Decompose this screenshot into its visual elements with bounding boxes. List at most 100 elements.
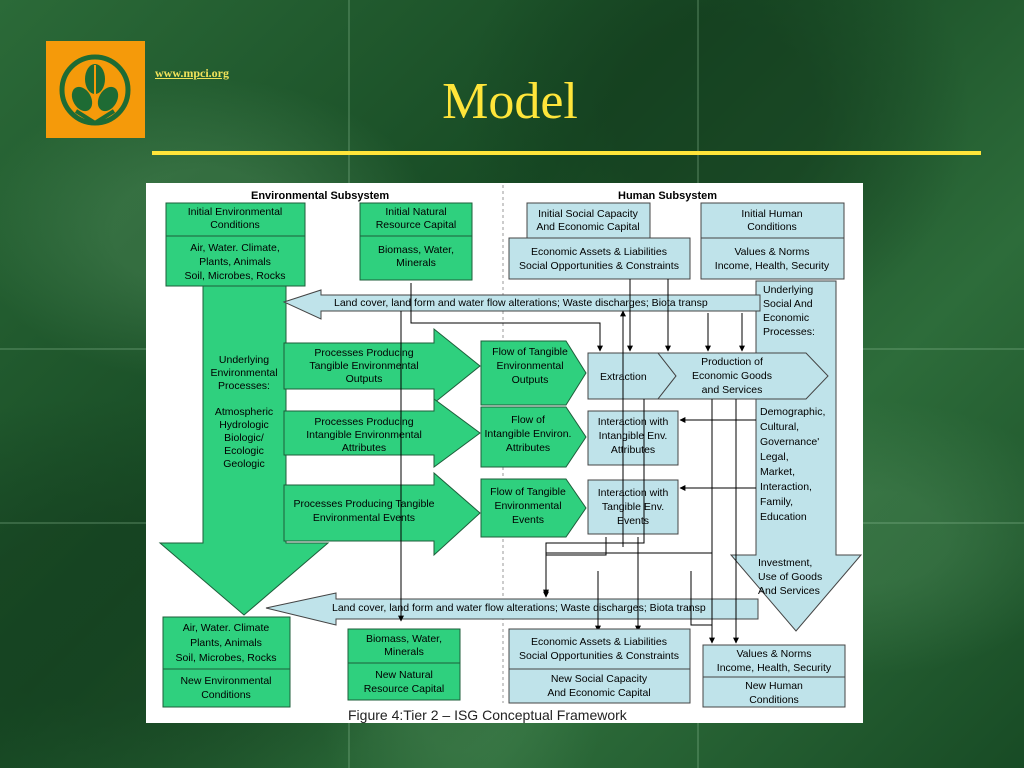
text-line: And Economic Capital: [547, 687, 650, 699]
text-line: Ecologic: [224, 445, 264, 457]
text-line: Air, Water. Climate: [183, 622, 270, 634]
text-line: Income, Health, Security: [715, 260, 830, 272]
text-line: Intangible Environmental: [306, 429, 422, 441]
text-line: Initial Environmental: [188, 206, 283, 218]
flow-tangible-box: [480, 340, 587, 406]
text-line: Economic Goods: [692, 370, 772, 382]
text-line: And Services: [758, 585, 820, 597]
text-line: Geologic: [223, 458, 264, 470]
values-top-box: [700, 237, 845, 280]
text-line: Events: [617, 515, 649, 527]
text-line: Soil, Microbes, Rocks: [185, 270, 286, 282]
text-line: Intangible Environ.: [485, 428, 572, 440]
text-line: Conditions: [747, 221, 797, 233]
text-line: Initial Natural: [385, 206, 446, 218]
text-line: Plants, Animals: [199, 256, 271, 268]
text-line: Biomass, Water,: [378, 244, 454, 256]
text-line: Events: [512, 514, 544, 526]
text-line: Flow of Tangible: [492, 346, 568, 358]
text-line: Outputs: [346, 373, 383, 385]
initial-env-body-box: [165, 235, 306, 287]
text-line: Conditions: [201, 689, 251, 701]
text-line: Production of: [701, 356, 763, 368]
text-line: Conditions: [749, 694, 799, 706]
text-line: Processes:: [218, 380, 270, 392]
text-line: Conditions: [210, 219, 260, 231]
connector: [410, 283, 603, 352]
text-line: And Economic Capital: [536, 221, 639, 233]
text-line: Initial Human: [741, 208, 802, 220]
land-cover-top-arrow: [282, 289, 761, 320]
connector: [543, 537, 607, 596]
text-line: Social And: [763, 298, 813, 310]
text-line: Resource Capital: [364, 683, 445, 695]
site-link[interactable]: www.mpci.org: [155, 66, 229, 80]
proc-tangible-arrow: [283, 327, 481, 405]
text-line: Attributes: [611, 444, 655, 456]
text-line: Outputs: [512, 374, 549, 386]
flow-intangible-box: [480, 406, 587, 468]
text-line: Use of Goods: [758, 571, 822, 583]
text-line: Environmental: [496, 360, 563, 372]
bottom-env-body-box: [162, 616, 291, 670]
land-cover-top: Land cover, land form and water flow alt…: [334, 297, 708, 309]
initial-social-box: [526, 202, 651, 239]
bottom-nat-body-box: [347, 628, 461, 664]
text-line: Demographic,: [760, 406, 825, 418]
text-line: Cultural,: [760, 421, 799, 433]
production-box: [656, 352, 829, 400]
text-line: Governance': [760, 436, 819, 448]
connector: [690, 571, 712, 626]
text-line: Resource Capital: [376, 219, 457, 231]
figure-caption: Figure 4:Tier 2 – ISG Conceptual Framewo…: [348, 707, 628, 723]
land-cover-bottom: Land cover, land form and water flow alt…: [332, 602, 706, 614]
text-line: Underlying: [763, 284, 813, 296]
interaction-events-box: [587, 479, 679, 535]
leaf-emblem-icon: [59, 54, 131, 126]
text-line: Economic Assets & Liabilities: [531, 246, 667, 258]
env-heading: Environmental Subsystem: [251, 190, 389, 202]
text-line: Interaction with: [598, 416, 669, 428]
text-line: Hydrologic: [219, 419, 269, 431]
text-line: Attributes: [506, 442, 550, 454]
text-line: Plants, Animals: [190, 637, 262, 649]
initial-human-box: [700, 202, 845, 239]
logo[interactable]: [46, 41, 145, 138]
text-line: Economic: [763, 312, 809, 324]
text-line: Economic Assets & Liabilities: [531, 636, 667, 648]
flow-events-box: [480, 478, 587, 538]
interaction-intangible-box: [587, 410, 679, 466]
text-line: New Social Capacity: [551, 673, 648, 685]
text-line: Soil, Microbes, Rocks: [176, 652, 277, 664]
new-social-box: [508, 668, 691, 704]
text-line: Environmental: [210, 367, 277, 379]
values-bottom-box: [702, 644, 846, 678]
text-line: Values & Norms: [734, 246, 809, 258]
text-line: Atmospheric: [215, 406, 273, 418]
text-line: Values & Norms: [736, 648, 811, 660]
text-line: Processes Producing: [314, 416, 413, 428]
proc-intangible-arrow: [283, 398, 481, 468]
text-line: New Environmental: [180, 675, 271, 687]
title-underline: [152, 151, 981, 155]
text-line: Education: [760, 511, 807, 523]
new-nat-capital-box: [347, 662, 461, 701]
human-heading: Human Subsystem: [618, 190, 717, 202]
